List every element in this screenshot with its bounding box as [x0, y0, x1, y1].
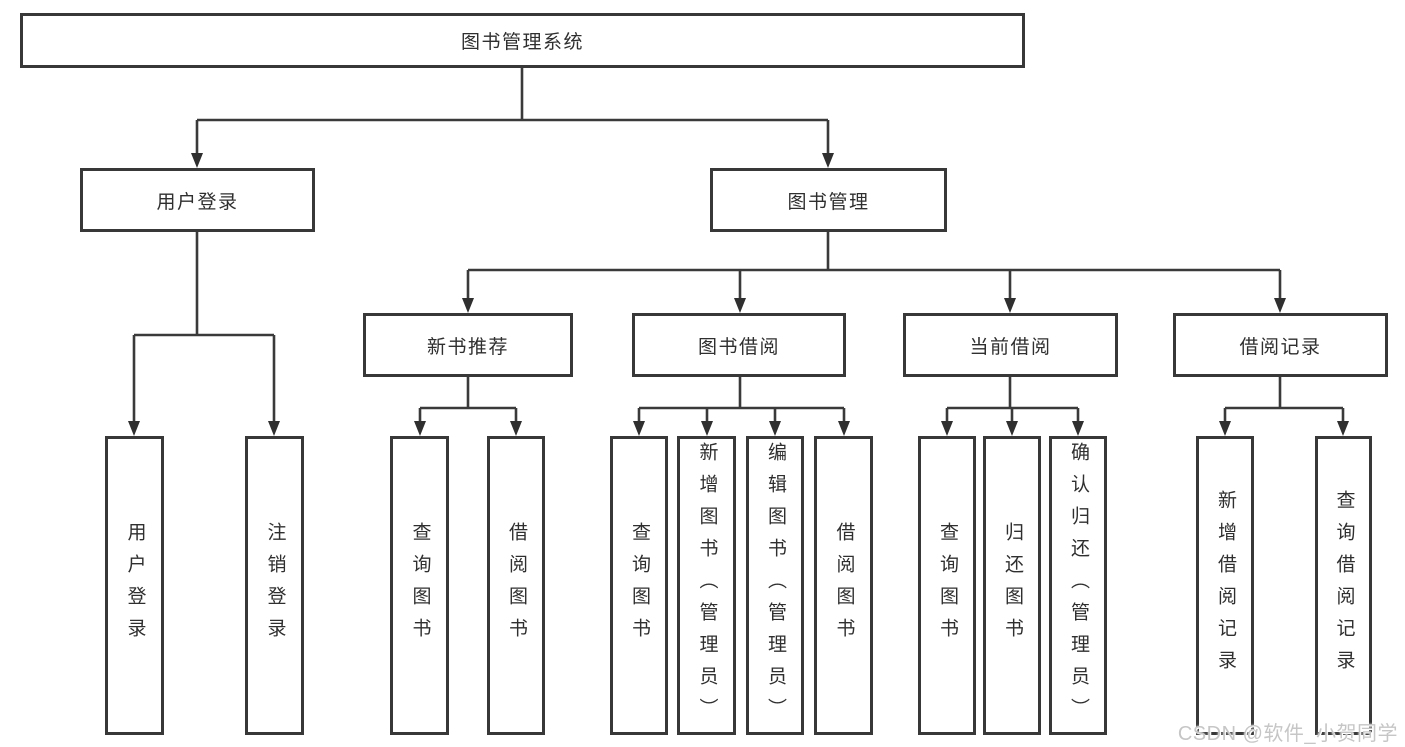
arrow-icon	[1004, 298, 1016, 313]
leaf-logout-login: 注销登录	[245, 436, 304, 735]
arrow-icon	[1337, 421, 1349, 436]
leaf-user-login-label: 用户登录	[124, 521, 146, 650]
leaf-borrowing-borrow-books-label: 借阅图书	[833, 521, 855, 650]
leaf-current-confirm-return-admin-label: 确认归还（管理员）	[1067, 441, 1089, 730]
leaf-borrowing-edit-books-admin: 编辑图书（管理员）	[746, 436, 804, 735]
leaf-logout-login-label: 注销登录	[264, 521, 286, 650]
arrow-icon	[769, 421, 781, 436]
arrow-icon	[701, 421, 713, 436]
leaf-newbooks-borrow-books-label: 借阅图书	[505, 521, 527, 650]
edge-current-borrow-to-leaves	[945, 377, 1080, 423]
arrow-icon	[268, 421, 280, 436]
arrow-icon	[191, 153, 203, 168]
arrow-icon	[510, 421, 522, 436]
leaf-current-query-books-label: 查询图书	[936, 521, 958, 650]
leaf-current-query-books: 查询图书	[918, 436, 976, 735]
leaf-newbooks-query-books: 查询图书	[390, 436, 449, 735]
arrowheads	[128, 153, 1349, 436]
arrow-icon	[462, 298, 474, 313]
leaf-borrowing-borrow-books: 借阅图书	[814, 436, 873, 735]
leaf-user-login: 用户登录	[105, 436, 164, 735]
arrow-icon	[941, 421, 953, 436]
leaf-borrowing-query-books-label: 查询图书	[628, 521, 650, 650]
csdn-watermark: CSDN @软件_小贺同学	[1177, 723, 1398, 745]
leaf-newbooks-query-books-label: 查询图书	[409, 521, 431, 650]
node-library-management-system: 图书管理系统	[20, 13, 1025, 68]
node-book-borrowing: 图书借阅	[632, 313, 846, 377]
edge-book-management-to-level3	[466, 232, 1282, 300]
edge-user-login-to-leaves	[132, 232, 276, 423]
edge-new-books-to-leaves	[418, 377, 518, 423]
node-book-management: 图书管理	[710, 168, 947, 232]
leaf-records-query-borrow-record-label: 查询借阅记录	[1333, 489, 1355, 682]
edge-book-borrow-to-leaves	[637, 377, 846, 423]
leaf-records-add-borrow-record-label: 新增借阅记录	[1214, 489, 1236, 682]
leaf-current-confirm-return-admin: 确认归还（管理员）	[1049, 436, 1107, 735]
leaf-borrowing-add-books-admin: 新增图书（管理员）	[677, 436, 736, 735]
edge-borrow-records-to-leaves	[1223, 377, 1345, 423]
arrow-icon	[1274, 298, 1286, 313]
arrow-icon	[633, 421, 645, 436]
leaf-borrowing-add-books-admin-label: 新增图书（管理员）	[696, 441, 718, 730]
node-user-login: 用户登录	[80, 168, 315, 232]
arrow-icon	[838, 421, 850, 436]
arrow-icon	[1219, 421, 1231, 436]
arrow-icon	[1006, 421, 1018, 436]
node-new-book-recommendation: 新书推荐	[363, 313, 573, 377]
arrow-icon	[128, 421, 140, 436]
node-current-borrowing: 当前借阅	[903, 313, 1118, 377]
leaf-borrowing-query-books: 查询图书	[610, 436, 668, 735]
arrow-icon	[414, 421, 426, 436]
arrow-icon	[734, 298, 746, 313]
leaf-newbooks-borrow-books: 借阅图书	[487, 436, 545, 735]
leaf-current-return-books: 归还图书	[983, 436, 1041, 735]
arrow-icon	[822, 153, 834, 168]
leaf-borrowing-edit-books-admin-label: 编辑图书（管理员）	[764, 441, 786, 730]
arrow-icon	[1072, 421, 1084, 436]
edge-root-to-level2	[195, 68, 830, 155]
node-borrowing-records: 借阅记录	[1173, 313, 1388, 377]
leaf-current-return-books-label: 归还图书	[1001, 521, 1023, 650]
leaf-records-query-borrow-record: 查询借阅记录	[1315, 436, 1372, 735]
leaf-records-add-borrow-record: 新增借阅记录	[1196, 436, 1254, 735]
